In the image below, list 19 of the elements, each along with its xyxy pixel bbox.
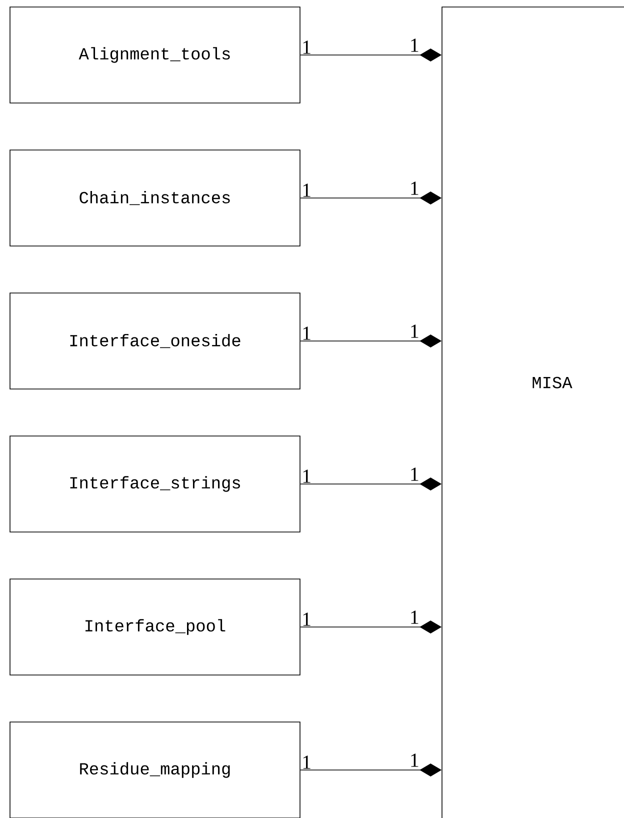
- multiplicity-label: 1: [411, 324, 418, 338]
- multiplicity-label: 1: [411, 182, 418, 195]
- multiplicity-label: 1: [303, 470, 310, 483]
- multiplicity-label: 1: [303, 756, 310, 769]
- multiplicity-label: 1: [411, 610, 418, 624]
- class-box: Chain_instances: [10, 150, 300, 246]
- multiplicity-label: 1: [303, 326, 310, 340]
- class-box: Interface_pool: [10, 578, 300, 676]
- multiplicity-label: 1: [303, 184, 310, 197]
- class-box: Alignment_tools: [10, 6, 300, 104]
- multiplicity-label: 1: [411, 754, 418, 767]
- multiplicity-label: 1: [411, 38, 418, 52]
- class-box: MISA: [442, 6, 624, 818]
- multiplicity-label: 1: [411, 468, 418, 481]
- class-box: Residue_mapping: [10, 722, 300, 818]
- multiplicity-label: 1: [303, 40, 310, 54]
- class-box: Interface_oneside: [10, 292, 300, 390]
- class-box: Interface_strings: [10, 436, 300, 532]
- multiplicity-label: 1: [303, 612, 310, 626]
